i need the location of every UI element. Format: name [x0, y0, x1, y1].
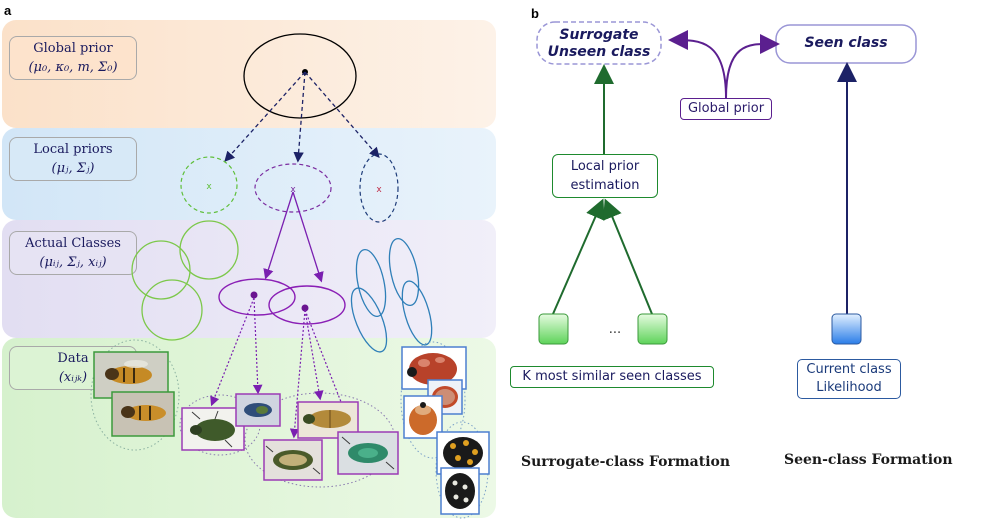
local-priors-label: Local priors (μⱼ, Σⱼ): [9, 137, 137, 181]
local-priors-params: (μⱼ, Σⱼ): [51, 161, 95, 176]
seen-class-k-arrow: [603, 198, 653, 315]
svg-text:x: x: [376, 185, 382, 195]
seen-formation-caption: Seen-class Formation: [784, 452, 953, 468]
data-params: (xᵢⱼₖ): [58, 370, 88, 385]
ladybug-image-5: [440, 467, 480, 515]
actual-classes-params: (μᵢⱼ, Σⱼ, xᵢⱼ): [39, 255, 107, 270]
class-to-data-arrow-4: [304, 309, 324, 401]
class-blue-3: [350, 287, 388, 353]
seen-class-label: Seen class: [804, 35, 888, 51]
svg-text:x: x: [290, 185, 296, 195]
local-to-class-arrow-2: [292, 191, 324, 283]
local-priors-title: Local priors: [33, 142, 113, 157]
bee-image-2: [111, 391, 175, 437]
local-prior-estimation-box: Local prior estimation: [552, 154, 658, 198]
beetle-image-4: [263, 439, 323, 481]
class-to-data-arrow-5: [304, 309, 354, 433]
ladybug-image-3: [403, 395, 443, 439]
svg-text:x: x: [206, 182, 212, 192]
class-to-data-arrow-3: [289, 309, 306, 439]
ladybug-image-4: [436, 431, 490, 475]
surrogate-class-line1: Surrogate: [559, 27, 639, 43]
data-cluster-green: [90, 339, 180, 451]
surrogate-formation-caption: Surrogate-class Formation: [521, 454, 731, 470]
class-purple-mean-2: [301, 304, 309, 312]
global-to-surrogate-arrow: [668, 30, 727, 99]
panel-b-letter: b: [531, 6, 539, 21]
class-to-data-arrow-1: [210, 297, 255, 407]
global-to-local-arrow-2: [293, 71, 306, 163]
panel-a-letter: a: [4, 3, 12, 18]
data-cluster-blue-1: [400, 341, 466, 459]
seen-class-1-arrow: [552, 198, 605, 315]
local-prior-purple: [254, 163, 332, 213]
global-prior-params: (μ₀, κ₀, m, Σ₀): [28, 60, 118, 75]
beetle-image-5: [337, 431, 399, 475]
current-class-box: Current class Likelihood: [797, 359, 901, 399]
seen-class-square-1: [538, 313, 569, 345]
beetle-image-2: [235, 393, 281, 427]
local-prior-line2: estimation: [570, 178, 640, 193]
current-class-square: [831, 313, 862, 345]
bee-image-1: [93, 351, 169, 399]
class-blue-1: [355, 248, 387, 318]
actual-classes-label: Actual Classes (μᵢⱼ, Σⱼ, xᵢⱼ): [9, 231, 137, 275]
local-prior-line1: Local prior: [570, 159, 640, 174]
global-prior-box: Global prior: [680, 98, 772, 120]
global-to-local-arrow-1: [224, 71, 306, 162]
global-prior-label: Global prior (μ₀, κ₀, m, Σ₀): [9, 36, 137, 80]
class-blue-4: [401, 280, 433, 346]
global-to-local-arrow-3: [304, 71, 380, 158]
global-prior-ellipse: [243, 33, 357, 119]
class-green-3: [141, 279, 203, 341]
class-green-2: [131, 240, 191, 300]
surrogate-class-line2: Unseen class: [547, 44, 651, 60]
local-prior-green: [180, 156, 238, 214]
data-title: Data: [57, 351, 89, 366]
seen-class-square-k: [637, 313, 668, 345]
local-prior-navy: [359, 153, 399, 223]
beetle-image-1: [181, 407, 245, 451]
global-prior-title: Global prior: [33, 41, 113, 56]
global-to-seen-arrow: [725, 33, 780, 99]
current-class-line2: Likelihood: [816, 380, 882, 395]
class-purple-mean-1: [250, 291, 258, 299]
local-to-class-arrow-1: [263, 191, 294, 280]
surrogate-class-label: Surrogate Unseen class: [539, 27, 659, 61]
k-most-similar-box: K most similar seen classes: [510, 366, 714, 388]
class-blue-2: [388, 237, 420, 307]
ellipsis-label: ...: [608, 322, 622, 337]
class-purple-2: [268, 285, 346, 325]
class-green-1: [179, 220, 239, 280]
class-purple-1: [218, 278, 296, 316]
actual-classes-title: Actual Classes: [25, 236, 121, 251]
current-class-line1: Current class: [806, 362, 892, 377]
